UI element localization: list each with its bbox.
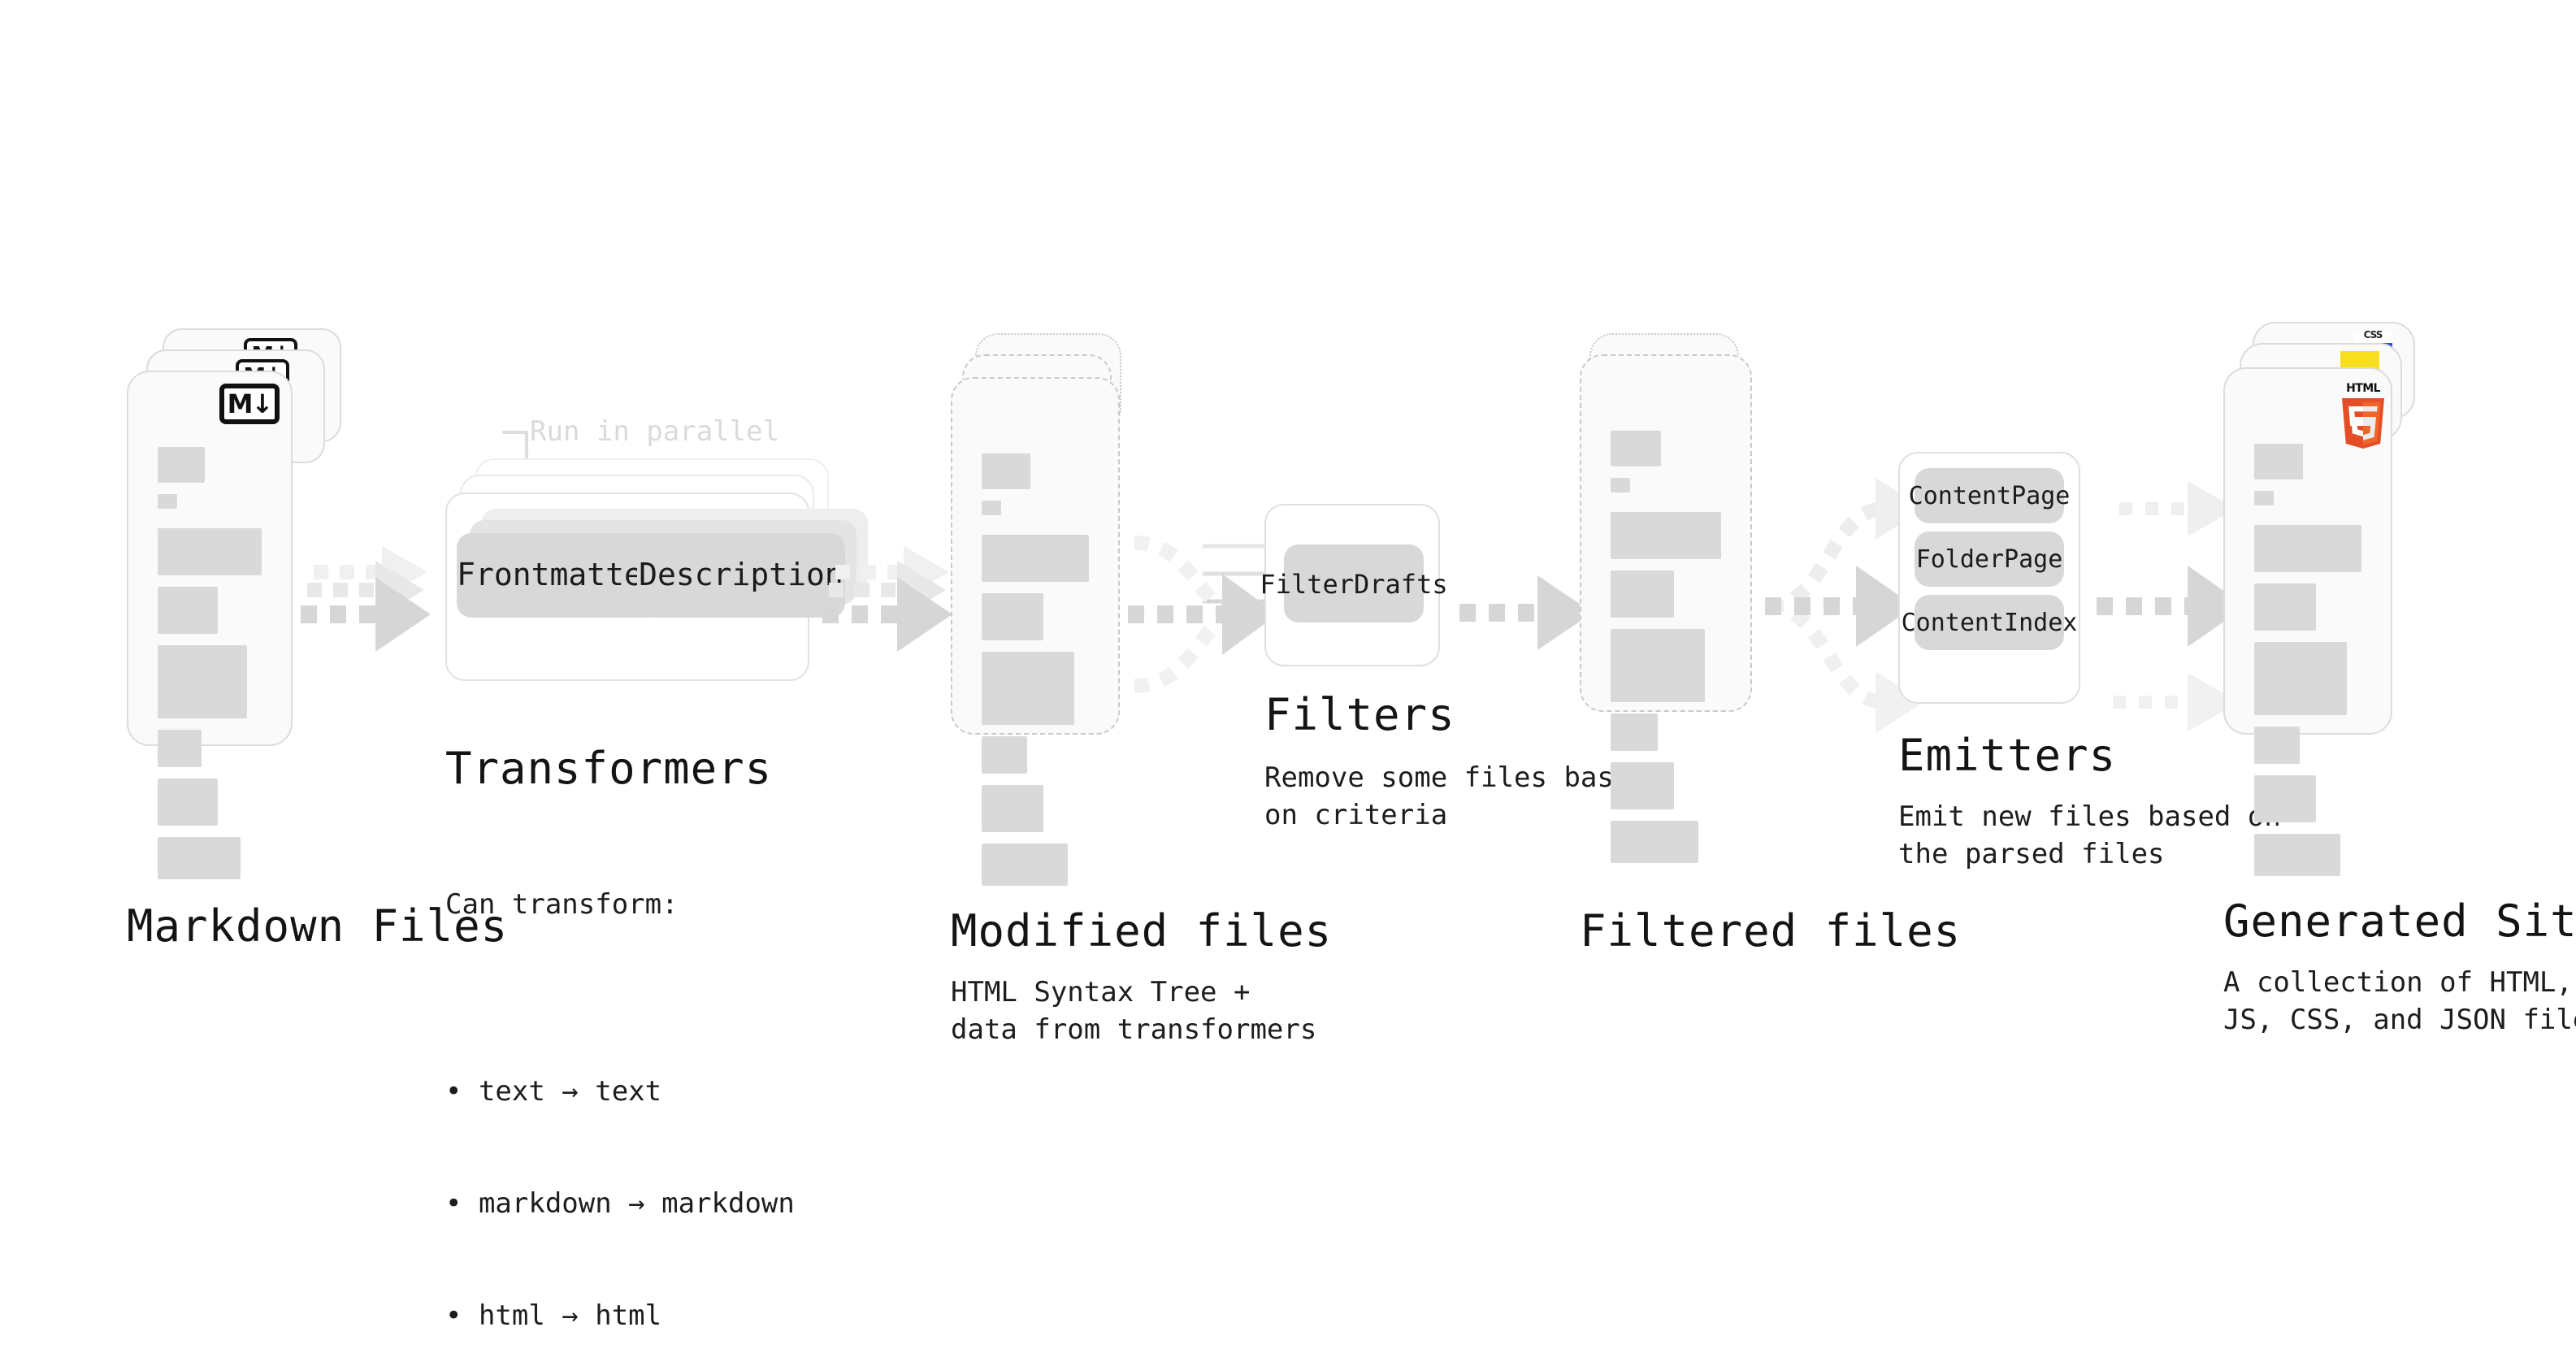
- connector-transformers-to-modified: [822, 536, 985, 715]
- arrow-top: [2119, 481, 2236, 536]
- doc-skeleton-bar: [2254, 525, 2361, 572]
- doc-skeleton-bar: [1611, 714, 1658, 751]
- emitter-chip-contentindex[interactable]: ContentIndex: [1902, 595, 2077, 650]
- stage-title-filtered-files: Filtered files: [1580, 907, 1962, 957]
- doc-skeleton-bar: [158, 587, 219, 634]
- doc-skeleton-bar: [982, 785, 1044, 832]
- arrow-mid: [2097, 566, 2246, 647]
- doc-skeleton-bar: [2254, 583, 2317, 631]
- doc-skeleton-bar: [982, 453, 1030, 489]
- html5-shield: [2342, 398, 2384, 449]
- doc-skeleton-bar: [1611, 478, 1631, 492]
- transformer-chip-frontmatter[interactable]: Frontmatter: [457, 533, 661, 618]
- doc-skeleton-bar: [982, 736, 1027, 774]
- site-card-lines: [2254, 444, 2361, 887]
- doc-skeleton-bar: [1611, 629, 1706, 702]
- arrow-layer-front: [301, 577, 431, 652]
- markdown-badge-front: M↓: [219, 384, 280, 424]
- doc-skeleton-bar: [2254, 775, 2317, 822]
- stage-subtitle-filters: Remove some files based on criteria: [1264, 762, 1647, 832]
- doc-skeleton-bar: [982, 844, 1068, 886]
- diagram-scale-wrapper: M↓ M↓ M↓ Markdown Files: [127, 322, 2576, 1333]
- html5-badge-caption: HTML: [2346, 382, 2380, 395]
- stage-title-filters: Filters: [1264, 691, 1455, 741]
- stage-title-modified-files: Modified files: [951, 907, 1333, 957]
- doc-skeleton-bar: [1611, 431, 1661, 466]
- arrow-bottom: [2113, 673, 2240, 731]
- doc-skeleton-bar: [982, 501, 1001, 515]
- emitter-chip-folderpage[interactable]: FolderPage: [1915, 531, 2064, 587]
- doc-skeleton-bar: [982, 593, 1044, 640]
- stage-title-emitters: Emitters: [1898, 731, 2117, 782]
- stage-title-generated-site: Generated Site: [2223, 897, 2576, 948]
- arrow-layer-front: [822, 577, 952, 652]
- filtered-card-front: [1580, 354, 1752, 863]
- html5-badge: HTML: [2335, 382, 2391, 453]
- doc-skeleton-bar: [158, 528, 262, 575]
- doc-skeleton-bar: [982, 535, 1089, 582]
- doc-skeleton-bar: [2254, 727, 2300, 764]
- doc-skeleton-bar: [1611, 821, 1699, 863]
- doc-skeleton-bar: [1611, 762, 1675, 809]
- doc-skeleton-bar: [982, 652, 1074, 725]
- doc-skeleton-bar: [1611, 570, 1675, 618]
- connector-markdown-to-transformers: [301, 536, 463, 715]
- filtered-card-lines: [1611, 431, 1721, 874]
- stage-subtitle-generated-site: A collection of HTML, JS, CSS, and JSON …: [2223, 967, 2576, 1037]
- doc-skeleton-bar: [2254, 444, 2303, 479]
- doc-skeleton-bar: [2254, 642, 2347, 715]
- stage-subtitle-modified-files: HTML Syntax Tree + data from transformer…: [951, 977, 1317, 1047]
- filter-chip-filterdrafts[interactable]: FilterDrafts: [1260, 544, 1448, 622]
- connector-modified-to-filters: [1128, 520, 1307, 731]
- connector-filters-to-filtered: [1459, 572, 1606, 679]
- doc-skeleton-bar: [158, 494, 177, 509]
- doc-skeleton-bar: [2254, 834, 2340, 876]
- transformer-chip-description[interactable]: Description: [637, 533, 845, 618]
- doc-skeleton-bar: [158, 447, 205, 483]
- emitter-chip-contentpage[interactable]: ContentPage: [1909, 468, 2070, 523]
- stage-subtitle-emitters: Emit new files based on the parsed files: [1898, 801, 2281, 871]
- pipeline-diagram: M↓ M↓ M↓ Markdown Files: [127, 322, 2576, 1333]
- modified-card-front: [951, 377, 1120, 886]
- run-in-parallel-label: Run in parallel: [530, 416, 780, 449]
- doc-skeleton-bar: [2254, 491, 2274, 505]
- doc-skeleton-bar: [1611, 512, 1721, 559]
- modified-card-lines: [982, 453, 1089, 897]
- css-badge-caption: CSS: [2363, 330, 2383, 341]
